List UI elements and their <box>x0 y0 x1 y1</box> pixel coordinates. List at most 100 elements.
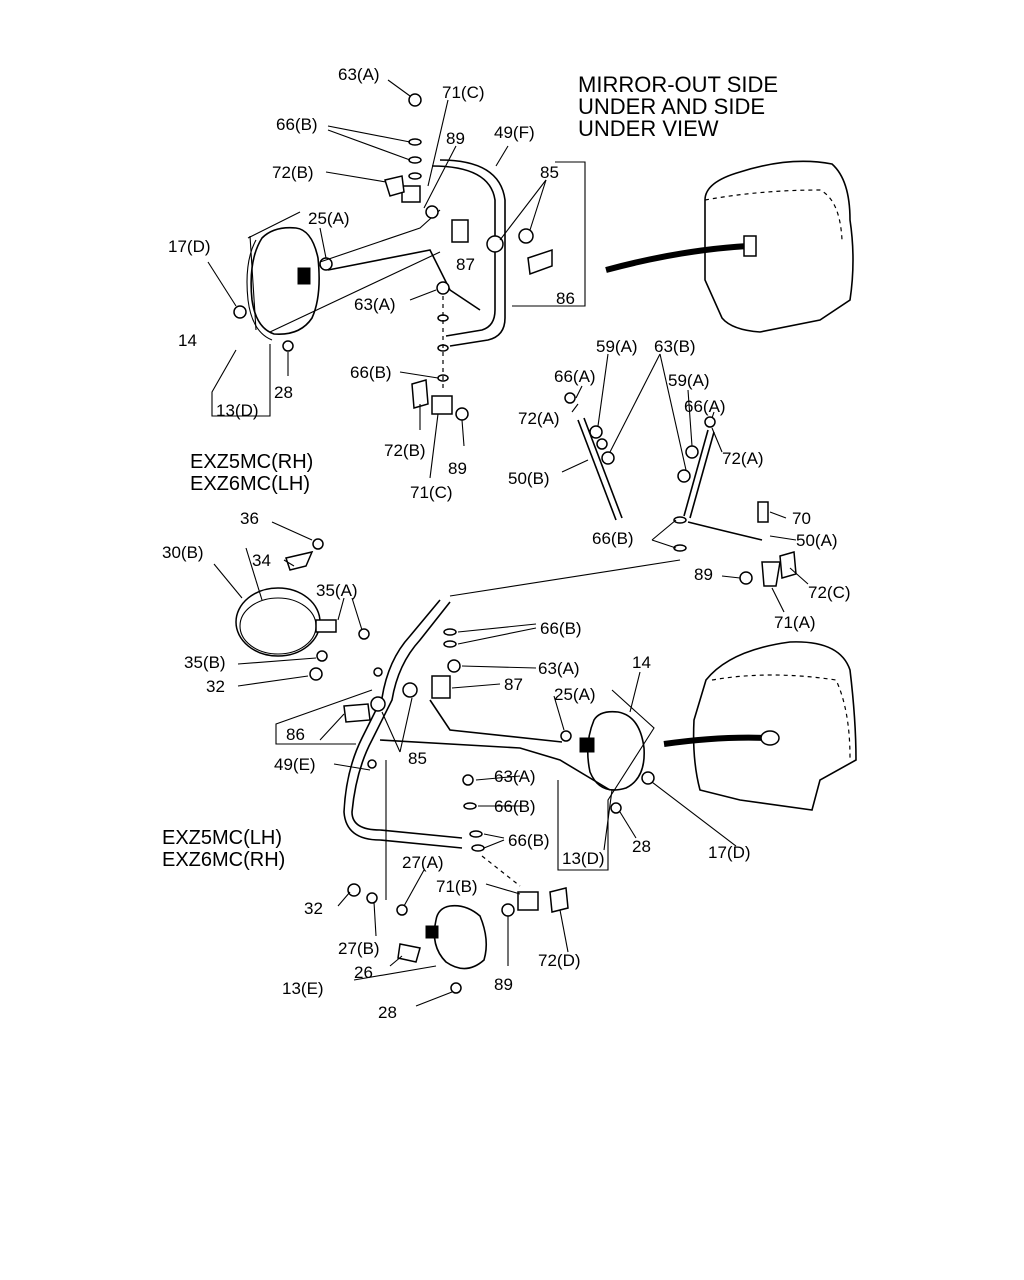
label-66b-mid: 66(B) <box>350 363 392 382</box>
part-27b <box>366 892 378 904</box>
upper-mirror-head <box>250 226 320 335</box>
part-35b <box>316 650 328 662</box>
label-89-low: 89 <box>494 975 513 994</box>
label-85-low: 85 <box>408 749 427 768</box>
label-72b-mid: 72(B) <box>384 441 426 460</box>
label-28-low: 28 <box>632 837 651 856</box>
part-25a-low <box>560 730 572 742</box>
label-26: 26 <box>354 963 373 982</box>
part-35a-washer <box>358 628 370 640</box>
part-66b-low1-b <box>443 640 457 648</box>
part-66b-low2 <box>463 802 477 810</box>
label-14-low: 14 <box>632 653 651 672</box>
part-26 <box>397 943 421 963</box>
model-upper-line-1: EXZ5MC(RH) <box>190 451 313 473</box>
part-50b-rod <box>577 419 617 521</box>
label-25a-top: 25(A) <box>308 209 350 228</box>
part-59a-2 <box>685 445 699 459</box>
part-13e-mount <box>425 925 439 939</box>
label-32-top: 32 <box>206 677 225 696</box>
label-72d: 72(D) <box>538 951 581 970</box>
part-71c-top <box>401 185 421 203</box>
upper-bracket-frame <box>512 161 586 307</box>
upper-stay-rod <box>327 249 481 311</box>
part-63a-mid <box>436 281 450 295</box>
label-66b-low3: 66(B) <box>508 831 550 850</box>
part-89-low <box>501 903 515 917</box>
label-28-bottom: 28 <box>378 1003 397 1022</box>
label-87-top: 87 <box>456 255 475 274</box>
lower-stay-rod <box>379 739 611 791</box>
part-stay-rod-right <box>683 429 709 517</box>
part-66a-1 <box>564 392 576 404</box>
lower-cab-inner <box>711 674 851 759</box>
part-27a <box>396 904 408 916</box>
stay-assembly <box>449 392 797 597</box>
label-66b-right: 66(B) <box>592 529 634 548</box>
label-50b: 50(B) <box>508 469 550 488</box>
label-49e: 49(E) <box>274 755 316 774</box>
upper-mirror-bracket-top <box>247 211 301 239</box>
label-89-mid: 89 <box>448 459 467 478</box>
lower-mirror-mount <box>579 737 595 753</box>
part-66b-low3-b <box>471 844 485 852</box>
part-28-top <box>282 340 294 352</box>
label-36: 36 <box>240 509 259 528</box>
upper-mirror-bracket-side <box>249 235 257 331</box>
label-71a: 71(A) <box>774 613 816 632</box>
part-71b <box>517 891 539 911</box>
label-66b-low1: 66(B) <box>540 619 582 638</box>
label-17d-low: 17(D) <box>708 843 751 862</box>
part-66b-top-3 <box>408 172 422 180</box>
label-27b: 27(B) <box>338 939 380 958</box>
label-13d-low: 13(D) <box>562 849 605 868</box>
lower-frame-86 <box>275 689 373 745</box>
label-85-top: 85 <box>540 163 559 182</box>
label-89-top: 89 <box>446 129 465 148</box>
label-63b: 63(B) <box>654 337 696 356</box>
part-63b-c <box>677 469 691 483</box>
label-63a-mid: 63(A) <box>354 295 396 314</box>
label-66a-2: 66(A) <box>684 397 726 416</box>
part-63a-top <box>408 93 422 107</box>
part-rod-pin-2 <box>367 759 377 769</box>
label-14-top: 14 <box>178 331 197 350</box>
label-13d-top: 13(D) <box>216 401 259 420</box>
label-72b-top: 72(B) <box>272 163 314 182</box>
label-28-top: 28 <box>274 383 293 402</box>
part-32-low <box>347 883 361 897</box>
part-63b-b <box>601 451 615 465</box>
model-lower-line-1: EXZ5MC(LH) <box>162 827 282 849</box>
part-50a-rod <box>687 521 763 541</box>
model-labels: EXZ5MC(RH) EXZ6MC(LH) EXZ5MC(LH) EXZ6MC(… <box>162 451 313 871</box>
label-89-right: 89 <box>694 565 713 584</box>
part-rod-pin <box>373 667 383 677</box>
stay-connector-line <box>449 559 681 597</box>
part-89-right <box>739 571 753 585</box>
part-66b-low1-a <box>443 628 457 636</box>
part-85-low-a <box>402 682 418 698</box>
lower-mirror-assembly <box>235 538 655 994</box>
label-86-top: 86 <box>556 289 575 308</box>
part-59a-1 <box>589 425 603 439</box>
upper-arm-rod-49f <box>439 159 506 347</box>
label-30b: 30(B) <box>162 543 204 562</box>
label-72a-2: 72(A) <box>722 449 764 468</box>
part-87-low <box>431 675 451 699</box>
label-34: 34 <box>252 551 271 570</box>
upper-mirror-rim <box>246 239 273 341</box>
lower-mirror-head <box>586 710 645 791</box>
part-70 <box>757 501 769 523</box>
part-85-low-b <box>370 696 386 712</box>
upper-frame-14-13d <box>211 344 271 417</box>
upper-mirror-assembly <box>211 93 586 421</box>
label-50a: 50(A) <box>796 531 838 550</box>
part-85-top-a <box>486 235 504 253</box>
part-87-top <box>451 219 469 243</box>
label-35a: 35(A) <box>316 581 358 600</box>
part-72c <box>779 551 797 579</box>
label-72c: 72(C) <box>808 583 851 602</box>
upper-view-arrow <box>605 243 749 273</box>
part-28-bottom <box>450 982 462 994</box>
upper-cab-mirror <box>743 235 757 257</box>
